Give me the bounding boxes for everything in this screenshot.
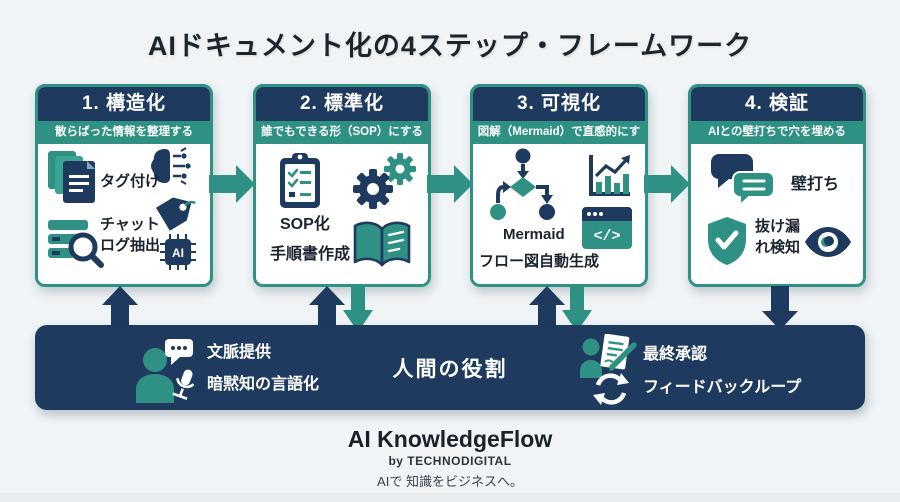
- svg-text:AI: AI: [172, 246, 184, 260]
- context-label: 文脈提供: [207, 344, 272, 361]
- step-4-body: 壁打ち 抜け漏 れ検知: [691, 144, 863, 284]
- step-3-subtitle: 図解（Mermaid）で直感的にする: [473, 121, 645, 161]
- step-2-subtitle: 誰でもできる形（SOP）にする: [256, 121, 428, 144]
- step-card-4-verification: 4. 検証 AIとの壁打ちで穴を埋める 壁打ち 抜け漏 れ検知: [688, 84, 866, 287]
- mermaid-label: Mermaid: [503, 226, 565, 243]
- brand-name: AI KnowledgeFlow: [347, 426, 553, 452]
- sop-clipboard-icon: [280, 153, 320, 208]
- ai-brain-icon: [151, 147, 191, 185]
- flowchart-icon: [490, 148, 555, 220]
- document-stack-icon: [48, 151, 95, 203]
- flow-arrow-right-3: [644, 165, 690, 203]
- manual-label: 手順書作成: [270, 246, 351, 263]
- open-book-icon: [353, 221, 411, 267]
- step-4-title: 4. 検証: [691, 87, 863, 121]
- bar-chart-icon: [589, 155, 630, 196]
- chat-bubbles-icon: [711, 154, 775, 208]
- flow-diagram-label: フロー図自動生成: [479, 253, 600, 270]
- human-role-bar: 文脈提供 暗黙知の言語化 人間の役割 最終承認 フィードバックループ: [35, 325, 865, 410]
- step-1-body: タグ付け チャット ログ抽出: [38, 144, 210, 284]
- step-2-title: 2. 標準化: [256, 87, 428, 121]
- step-card-1-structuring: 1. 構造化 散らばった情報を整理する タグ付け: [35, 84, 213, 287]
- chat-log-label: チャット ログ抽出: [100, 216, 161, 254]
- shield-check-icon: [708, 217, 746, 265]
- leak-detection-label: 抜け漏 れ検知: [755, 218, 801, 256]
- ai-chip-icon: AI: [160, 234, 196, 270]
- tacit-knowledge-label: 暗黙知の言語化: [207, 376, 320, 393]
- arrow-down-step2: [343, 284, 373, 332]
- tagging-label: タグ付け: [100, 173, 161, 190]
- step-4-subtitle: AIとの壁打ちで穴を埋める: [691, 121, 863, 144]
- bottom-strip: [0, 493, 900, 502]
- chat-log-search-icon: [48, 220, 104, 268]
- brand-byline: by TECHNODIGITAL: [388, 454, 512, 468]
- code-window-icon: </>: [582, 207, 632, 249]
- final-approval-label: 最終承認: [643, 346, 708, 363]
- step-1-title: 1. 構造化: [38, 87, 210, 121]
- arrow-down-step4: [762, 286, 798, 330]
- svg-text:</>: </>: [593, 228, 620, 245]
- arrow-up-step1: [102, 286, 138, 330]
- step-3-title: 3. 可視化: [473, 87, 645, 121]
- feedback-loop-label: フィードバックループ: [643, 379, 802, 396]
- approval-person-doc-icon: [580, 334, 637, 378]
- arrow-down-step3: [562, 284, 592, 332]
- feedback-loop-icon: [593, 373, 629, 405]
- arrow-up-step2: [309, 286, 345, 330]
- person-microphone-icon: [136, 339, 195, 403]
- step-2-body: SOP化 手順書作成: [256, 144, 428, 284]
- flow-arrow-right-2: [427, 165, 473, 203]
- page-title: AIドキュメント化の4ステップ・フレームワーク: [147, 31, 753, 61]
- brand-tagline: AIで 知識をビジネスへ。: [377, 474, 523, 489]
- step-3-body: Mermaid </> フロー図自動生成: [473, 144, 645, 284]
- arrow-up-step3: [529, 286, 565, 330]
- step-card-3-visualization: 3. 可視化 図解（Mermaid）で直感的にする: [470, 84, 648, 287]
- step-1-subtitle: 散らばった情報を整理する: [38, 121, 210, 144]
- step-card-2-standardization: 2. 標準化 誰でもできる形（SOP）にする: [253, 84, 431, 287]
- sop-label: SOP化: [280, 216, 330, 233]
- kabeuchi-label: 壁打ち: [791, 176, 840, 193]
- eye-icon: [805, 227, 851, 257]
- flow-arrow-right-1: [209, 165, 255, 203]
- human-role-title: 人間の役割: [392, 358, 508, 381]
- tag-icon: [156, 197, 196, 231]
- gears-icon: [353, 153, 416, 209]
